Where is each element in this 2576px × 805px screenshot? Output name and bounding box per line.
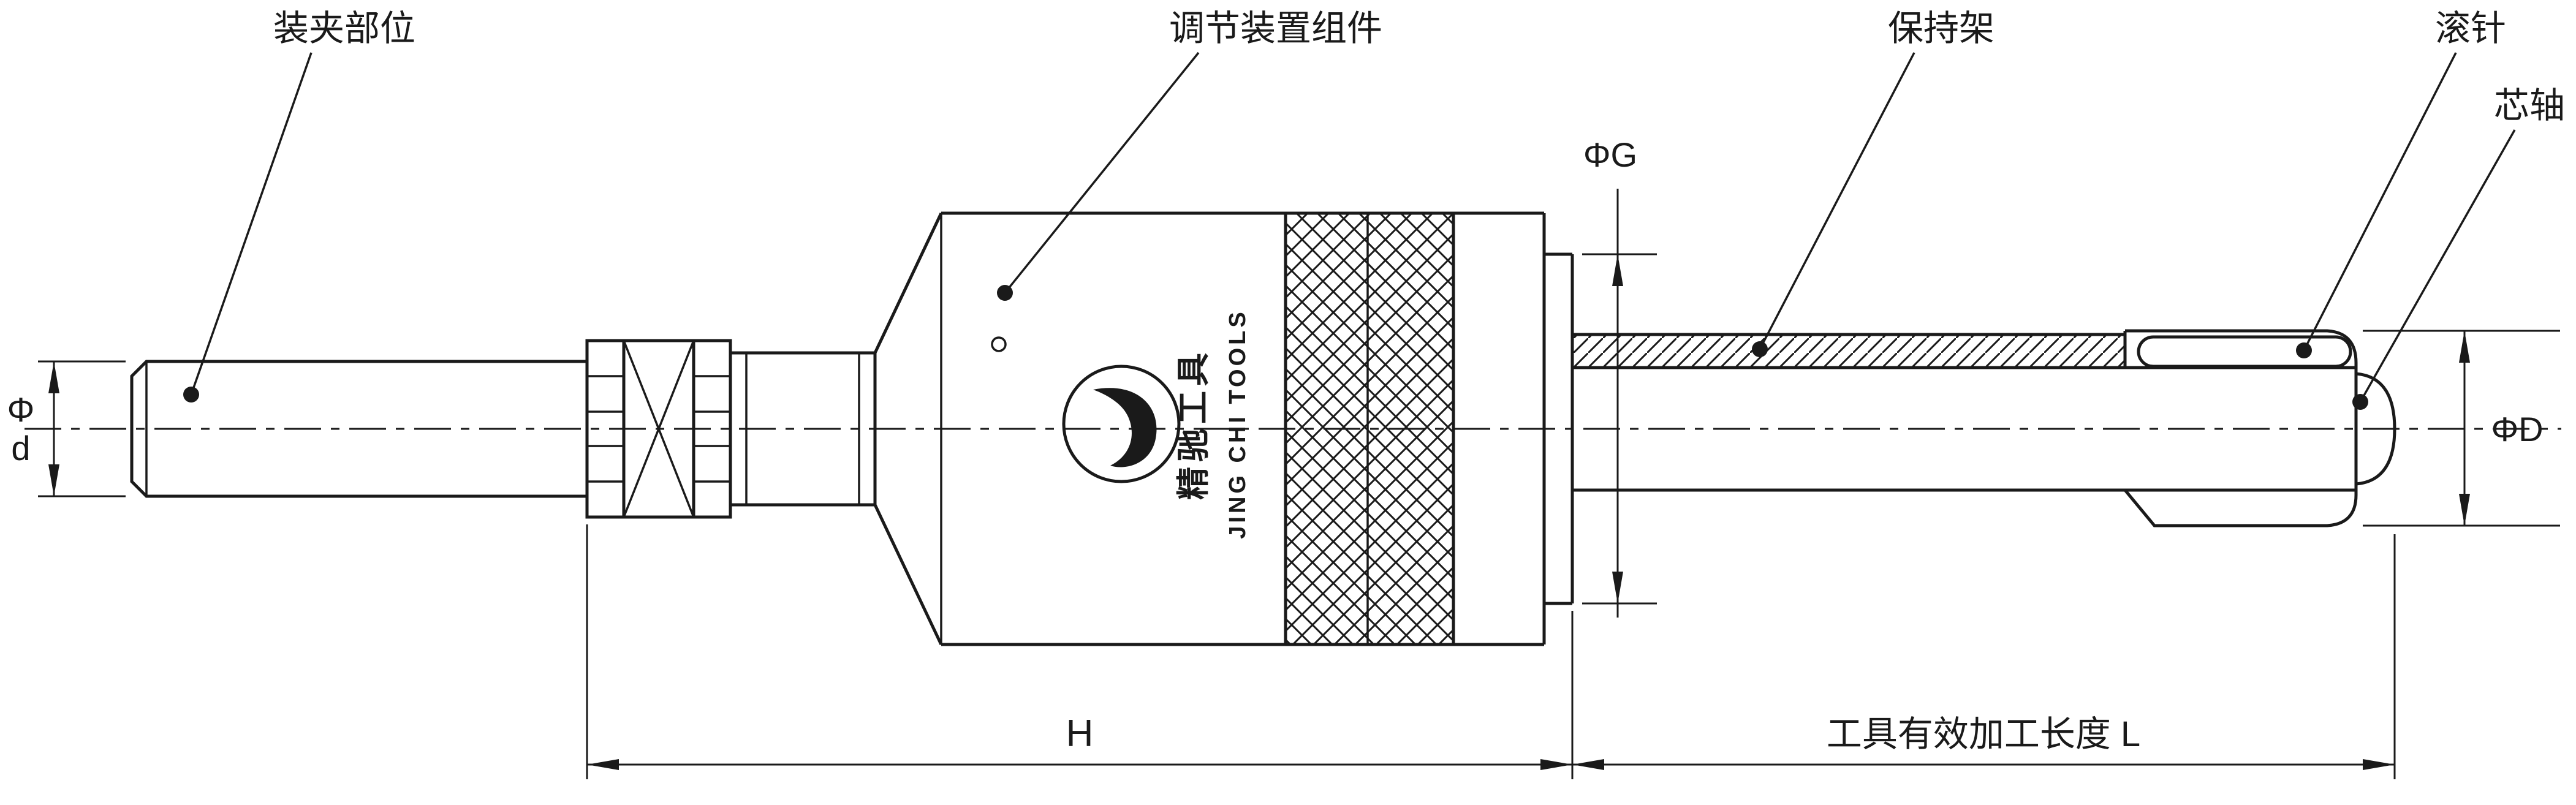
- dim-l-arrow-left-icon: [1572, 759, 1604, 770]
- leader-clamping-area: [190, 52, 313, 395]
- callout-clamping-area: 装夹部位: [183, 9, 415, 402]
- body-cone: [873, 212, 943, 646]
- dim-l-label: 工具有效加工长度 L: [1827, 714, 2140, 754]
- dim-phig-label: ΦG: [1583, 135, 1637, 174]
- brand-name-en: JING CHI TOOLS: [1225, 309, 1251, 539]
- leader-needle-roller: [2303, 52, 2457, 351]
- label-cage: 保持架: [1888, 9, 1995, 48]
- knurl-texture: [1286, 213, 1453, 644]
- shaft-and-cage: [1572, 333, 2356, 492]
- neck-cylinder-lines: [745, 353, 860, 505]
- front-collar-outline: [1544, 252, 1574, 605]
- roller-head: [2123, 329, 2396, 527]
- body-top-bottom: [941, 211, 1544, 646]
- logo-swoosh-icon: [1093, 388, 1157, 467]
- label-needle-roller: 滚针: [2435, 9, 2506, 48]
- adjusting-section: [585, 339, 877, 519]
- dim-phiD-arrow-up-icon: [2459, 331, 2470, 363]
- label-mandrel: 芯轴: [2494, 86, 2565, 126]
- leader-dot-adjusting-assembly: [997, 285, 1013, 301]
- label-adjusting-assembly: 调节装置组件: [1169, 9, 1382, 48]
- dim-effective-length: 工具有效加工长度 L: [1572, 534, 2396, 779]
- leader-dot-cage: [1752, 341, 1768, 357]
- leader-adjusting-assembly: [1004, 51, 1200, 294]
- dim-phid-arrow-up-icon: [48, 361, 59, 393]
- dim-h-extensions: [586, 524, 1574, 779]
- dim-body-length: H: [586, 524, 1574, 779]
- leader-dot-clamping-area: [183, 387, 199, 402]
- dim-phiD-extensions: [2363, 330, 2560, 527]
- collar-right-ribs: [694, 375, 730, 483]
- dim-phiD-label: ΦD: [2491, 410, 2543, 448]
- dim-ring-diameter: ΦG: [1582, 135, 1657, 618]
- head-sleeve-outline: [2124, 329, 2358, 527]
- cage-hatch: [1572, 334, 2125, 368]
- leader-dot-needle-roller: [2296, 342, 2312, 358]
- leader-mandrel: [2359, 129, 2516, 402]
- set-screw-hole: [991, 336, 1007, 352]
- tool-body: 精驰工具 JING CHI TOOLS: [873, 211, 1546, 646]
- knurl-band-edges: [1284, 213, 1455, 644]
- dim-phig-arrow-down-icon: [1612, 572, 1623, 603]
- dim-h-arrow-right-icon: [1540, 759, 1572, 770]
- dim-phid-extensions: [38, 360, 126, 497]
- dim-phid-arrow-down-icon: [48, 464, 59, 496]
- mandrel-nose: [2355, 372, 2396, 486]
- callout-mandrel: 芯轴: [2352, 86, 2565, 410]
- brand-name-cn: 精驰工具: [1175, 348, 1212, 500]
- label-clamping-area: 装夹部位: [273, 9, 415, 48]
- lock-ring-cross: [623, 340, 695, 518]
- dim-l-arrow-right-icon: [2363, 759, 2395, 770]
- dim-working-diameter: ΦD: [2363, 330, 2560, 527]
- logo-circle: [1062, 365, 1181, 483]
- dim-phig-arrow-up-icon: [1612, 254, 1623, 286]
- dim-shank-diameter: Φd: [2, 360, 126, 497]
- dim-phid-label: Φd: [2, 390, 40, 467]
- dim-phig-extensions: [1582, 253, 1657, 605]
- callout-cage: 保持架: [1752, 9, 1995, 357]
- dim-h-label: H: [1066, 712, 1094, 755]
- leader-dot-mandrel: [2352, 394, 2368, 410]
- callout-adjusting-assembly: 调节装置组件: [997, 9, 1382, 301]
- dim-phiD-arrow-down-icon: [2459, 494, 2470, 526]
- dim-h-arrow-left-icon: [587, 759, 619, 770]
- needle-roller-shape: [2137, 335, 2352, 368]
- leader-cage: [1759, 52, 1915, 350]
- front-collar: [1544, 252, 1574, 605]
- collar-left-ribs: [587, 375, 624, 483]
- callout-needle-roller: 滚针: [2296, 9, 2506, 358]
